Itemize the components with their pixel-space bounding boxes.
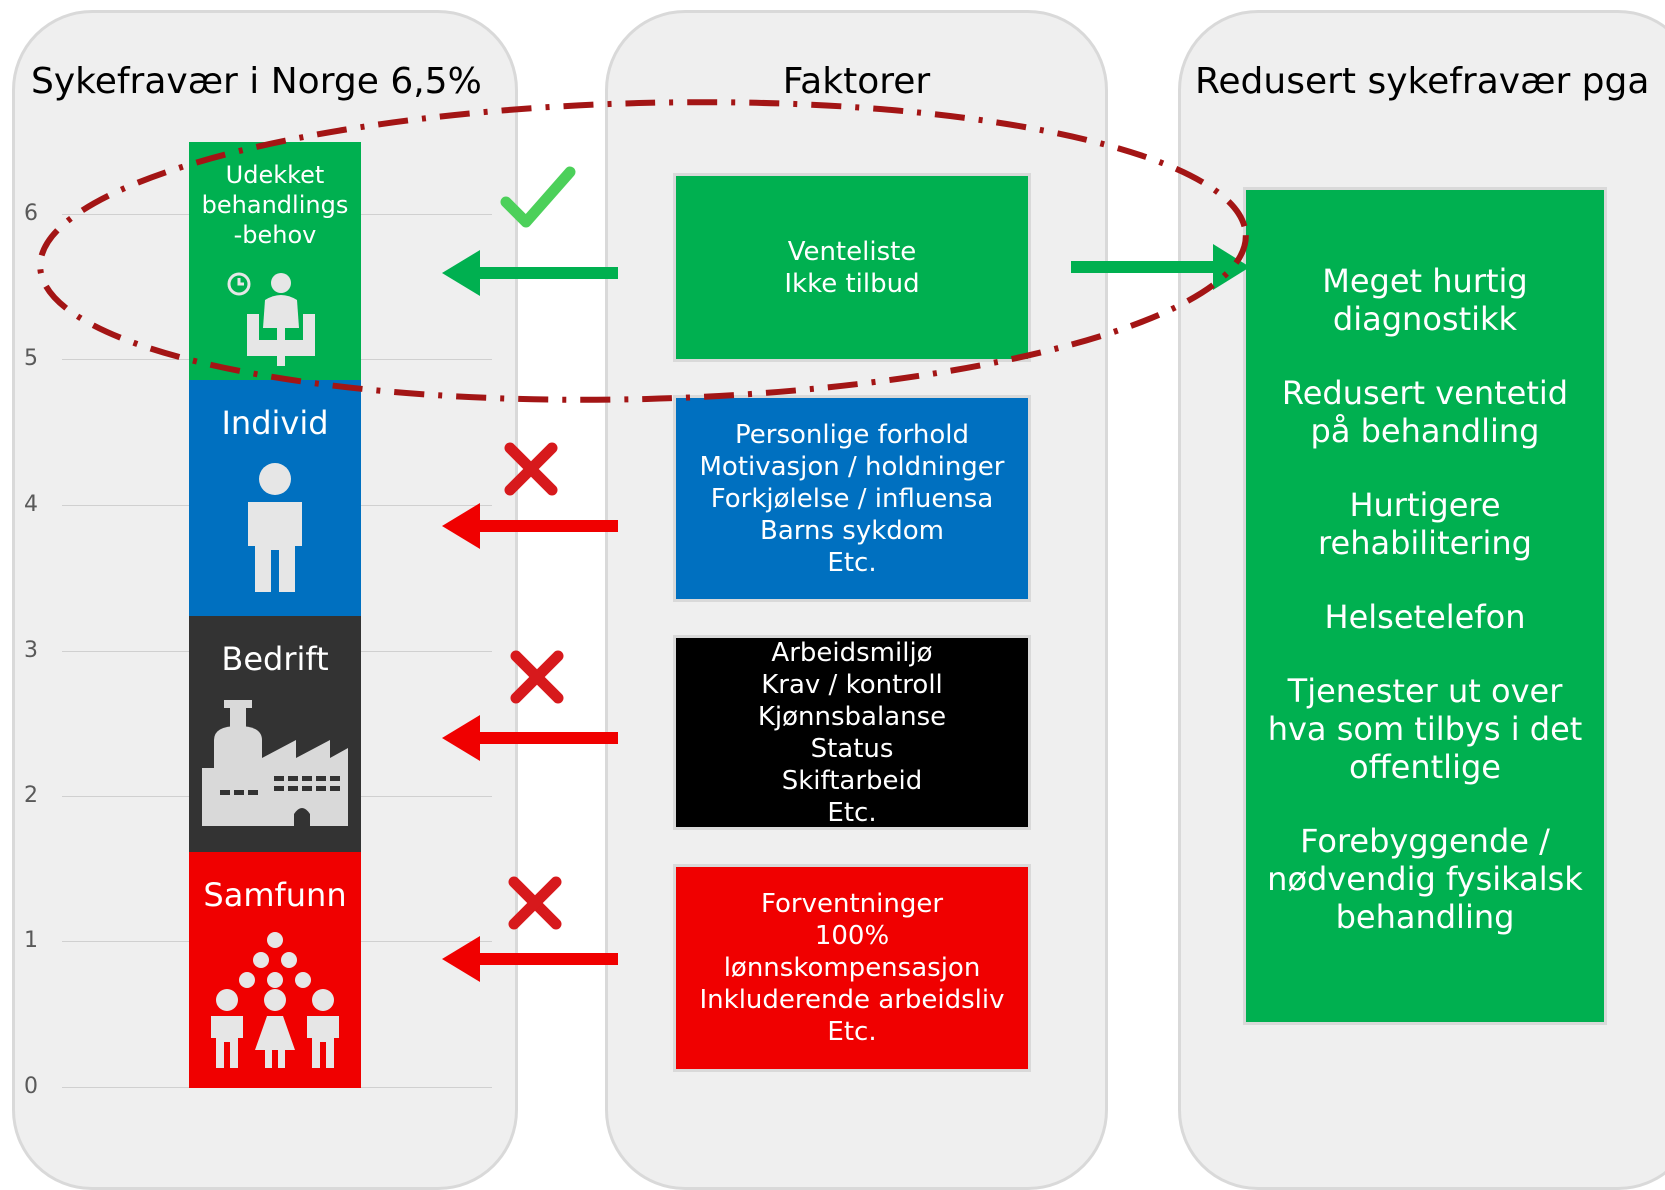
benefit-line: diagnostikk <box>1332 300 1518 338</box>
segment-label-bedrift: Bedrift <box>221 640 329 678</box>
benefits-box: Meget hurtig diagnostikk Redusert ventet… <box>1243 187 1607 1025</box>
benefit-line: rehabilitering <box>1318 524 1532 562</box>
benefit-line: Redusert ventetid <box>1281 374 1569 412</box>
factor-line: Kjønnsbalanse <box>757 701 947 732</box>
benefit-line: Tjenester ut over <box>1287 672 1563 710</box>
benefit-line: Forebyggende / <box>1300 822 1550 860</box>
factor-line: Etc. <box>827 547 877 578</box>
arrow-left-red <box>442 936 618 982</box>
factor-line: Inkluderende arbeidsliv <box>699 985 1005 1015</box>
factor-line: Etc. <box>827 797 877 828</box>
benefit-line: behandling <box>1335 898 1515 936</box>
cross-icon <box>510 650 564 704</box>
factor-box-bedrift: Arbeidsmiljø Krav / kontroll Kjønnsbalan… <box>673 635 1031 830</box>
factor-line: Forkjølelse / influensa <box>710 483 994 514</box>
segment-label-samfunn: Samfunn <box>203 876 347 914</box>
benefit-item: Helsetelefon <box>1246 598 1604 636</box>
cross-icon <box>508 876 562 930</box>
benefit-item: Forebyggende / nødvendig fysikalsk behan… <box>1246 822 1604 936</box>
tick-label: 2 <box>24 783 38 808</box>
community-icon <box>211 932 339 1068</box>
factor-line: lønnskompensasjon <box>723 953 981 983</box>
factor-box-individ: Personlige forhold Motivasjon / holdning… <box>673 395 1031 602</box>
factor-box-samfunn: Forventninger 100% lønnskompensasjon Ink… <box>673 864 1031 1072</box>
diagram-overlay <box>37 99 1250 982</box>
factor-line: Forventninger <box>760 889 944 919</box>
factor-line: Barns sykdom <box>759 515 945 546</box>
panel-title-sickleave: Sykefravær i Norge 6,5% <box>31 61 482 102</box>
factor-line: Status <box>810 733 894 764</box>
segment-label-udekket: Udekket behandlings -behov <box>189 160 361 250</box>
tick-label: 1 <box>24 928 38 953</box>
tick-label: 4 <box>24 492 38 517</box>
factor-line: Skiftarbeid <box>781 765 923 796</box>
benefit-item: Redusert ventetid på behandling <box>1246 374 1604 450</box>
factor-line: Venteliste <box>787 236 917 267</box>
factor-line: Arbeidsmiljø <box>771 637 933 668</box>
benefit-item: Hurtigere rehabilitering <box>1246 486 1604 562</box>
factor-line: Ikke tilbud <box>784 268 920 299</box>
factor-line: Motivasjon / holdninger <box>699 451 1005 482</box>
segment-bedrift: Bedrift <box>189 616 361 852</box>
segment-udekket: Udekket behandlings -behov <box>189 142 361 380</box>
label-line: -behov <box>233 221 317 249</box>
label-line: Udekket <box>225 161 325 189</box>
arrow-right-green <box>1071 244 1250 290</box>
factor-line: Personlige forhold <box>735 419 969 450</box>
benefit-line: Meget hurtig <box>1322 262 1528 300</box>
panel-title-factors: Faktorer <box>782 61 931 102</box>
tick-label: 3 <box>24 638 38 663</box>
benefit-item: Tjenester ut over hva som tilbys i det o… <box>1246 672 1604 786</box>
benefit-list: Meget hurtig diagnostikk Redusert ventet… <box>1246 262 1604 972</box>
tick-label: 5 <box>24 346 38 371</box>
arrow-left-red <box>442 503 618 549</box>
arrow-left-green <box>442 250 618 296</box>
check-icon <box>500 166 576 228</box>
tick-label: 6 <box>24 201 38 226</box>
benefit-line: Helsetelefon <box>1324 598 1526 636</box>
arrow-left-red <box>442 715 618 761</box>
benefit-line: Hurtigere <box>1349 486 1501 524</box>
panel-title-reduced: Redusert sykefravær pga <box>1195 61 1650 102</box>
benefit-line: hva som tilbys i det <box>1267 710 1583 748</box>
segment-individ: Individ <box>189 380 361 616</box>
cross-icon <box>504 442 558 496</box>
benefit-item: Meget hurtig diagnostikk <box>1246 262 1604 338</box>
person-icon <box>248 463 302 592</box>
factor-box-venteliste: Venteliste Ikke tilbud <box>673 173 1031 362</box>
factor-line: 100% <box>814 921 890 951</box>
tick-label: 0 <box>24 1074 38 1099</box>
factor-line: Etc. <box>827 1017 877 1047</box>
benefit-line: nødvendig fysikalsk <box>1267 860 1583 898</box>
highlight-ellipse <box>37 99 1249 403</box>
benefit-line: på behandling <box>1310 412 1540 450</box>
label-line: behandlings <box>201 191 349 219</box>
factory-icon <box>202 700 348 826</box>
benefit-line: offentlige <box>1349 748 1501 786</box>
segment-samfunn: Samfunn <box>189 852 361 1088</box>
waiting-person-icon <box>227 272 315 366</box>
segment-label-individ: Individ <box>221 404 329 442</box>
factor-line: Krav / kontroll <box>761 669 943 700</box>
